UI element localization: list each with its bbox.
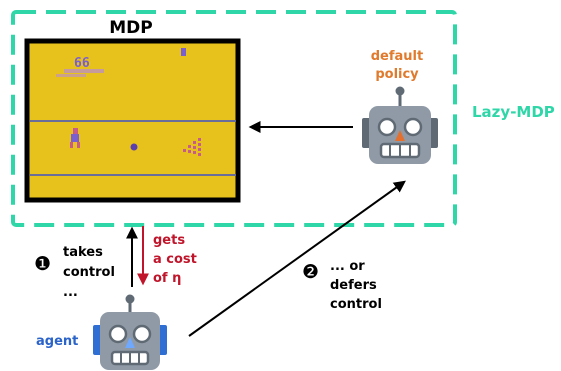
step1-text-line2: control [63, 265, 115, 280]
bowling-ball [130, 143, 138, 151]
step1-text-line1: takes [63, 245, 103, 260]
lazy-mdp-label: Lazy-MDP [472, 103, 555, 121]
bowling-pins [183, 138, 201, 156]
agent-label: agent [36, 334, 78, 349]
step2-text-line3: control [330, 297, 382, 312]
step2-marker: ❷ [302, 262, 319, 283]
game-score: 66 [74, 56, 90, 71]
step1-marker: ❶ [34, 254, 51, 275]
cost-text-line2: a cost [153, 252, 197, 267]
arrow-agent-defers-control [188, 180, 406, 337]
step2-text-line1: ... or [330, 259, 365, 274]
default-policy-label-line2: policy [375, 67, 419, 82]
default-policy-label-line1: default [371, 49, 423, 64]
cost-text-line3: of η [153, 271, 181, 286]
cost-text-line1: gets [153, 233, 185, 248]
step1-text-line3: ... [63, 285, 78, 300]
mdp-title: MDP [109, 18, 153, 38]
default-policy-robot-icon [362, 86, 438, 164]
lazy-mdp-boundary [11, 10, 457, 227]
step2-text-line2: defers [330, 278, 377, 293]
bowler-sprite [70, 128, 80, 148]
agent-robot-icon [93, 294, 167, 370]
game-screen: 66 [24, 38, 241, 203]
